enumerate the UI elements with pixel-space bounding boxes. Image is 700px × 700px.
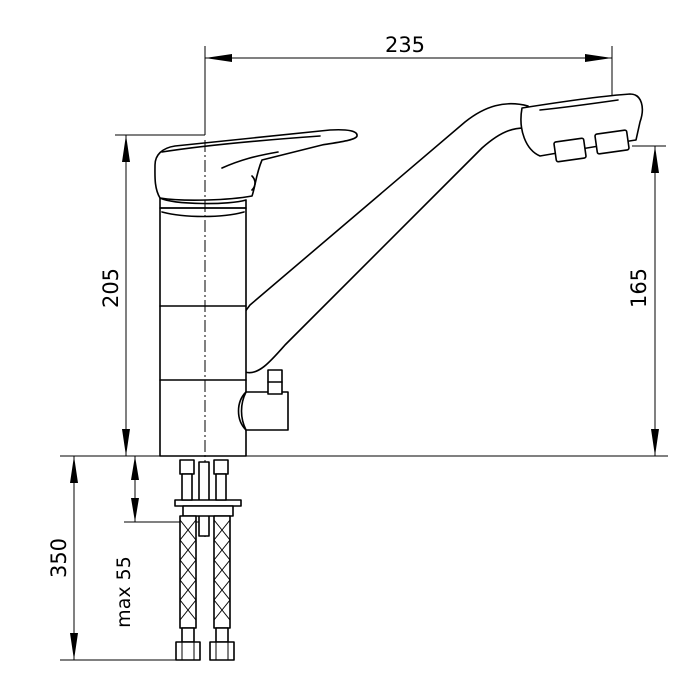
arrow-head [131,498,139,522]
fixing-nut [182,505,234,517]
hose-left-collar [181,627,195,643]
hose-left-neck [181,473,193,501]
hose-left-fitting-top [179,459,195,475]
dimension-label-235: 235 [385,33,425,57]
hose-right-fitting-top [213,459,229,475]
arrow-head [70,456,78,483]
hose-right-braid [213,515,231,629]
spout-head-detail [539,99,619,111]
lever-handle [154,128,358,209]
dimension-max-55: max 55 [113,456,200,628]
side-valve [237,369,289,431]
dimension-label-165: 165 [627,268,651,308]
dimension-label-350: 350 [47,538,71,578]
lever-crease [221,151,279,169]
arrow-head [131,456,139,480]
hose-right-nut [209,641,235,661]
hose-right-neck [215,473,227,501]
connection-hoses [174,459,242,661]
fixing-washer [174,499,242,507]
hose-left-braid-pattern [179,519,197,621]
side-valve-body [237,391,289,431]
arrow-head [585,54,612,62]
dimension-350: 350 [47,456,180,661]
body-cylinder [159,207,247,457]
aerator-outlet-left [553,137,587,163]
hose-right-collar [215,627,229,643]
lever-upper-contour [161,135,321,153]
dimension-205: 205 [99,134,205,456]
dimension-235: 235 [204,33,613,135]
arrow-head [122,135,130,162]
lever-nub [251,175,256,191]
hose-right-braid-pattern [213,519,231,621]
arrow-head [651,429,659,456]
side-valve-curve [240,391,247,431]
spout [234,93,644,374]
dimension-label-max-55: max 55 [113,556,135,628]
dimension-165: 165 [627,145,666,456]
lever-base-ring [159,197,247,209]
threaded-stud [198,461,210,537]
hose-left-braid [179,515,197,629]
body-top-edge [161,211,245,218]
aerator-outlet-right [594,129,630,155]
faucet-body [159,207,247,457]
arrow-head [651,146,659,173]
arrow-head [205,54,232,62]
arrow-head [122,429,130,456]
arrow-head [70,633,78,660]
dimension-label-205: 205 [99,268,123,308]
hose-left-nut [175,641,201,661]
